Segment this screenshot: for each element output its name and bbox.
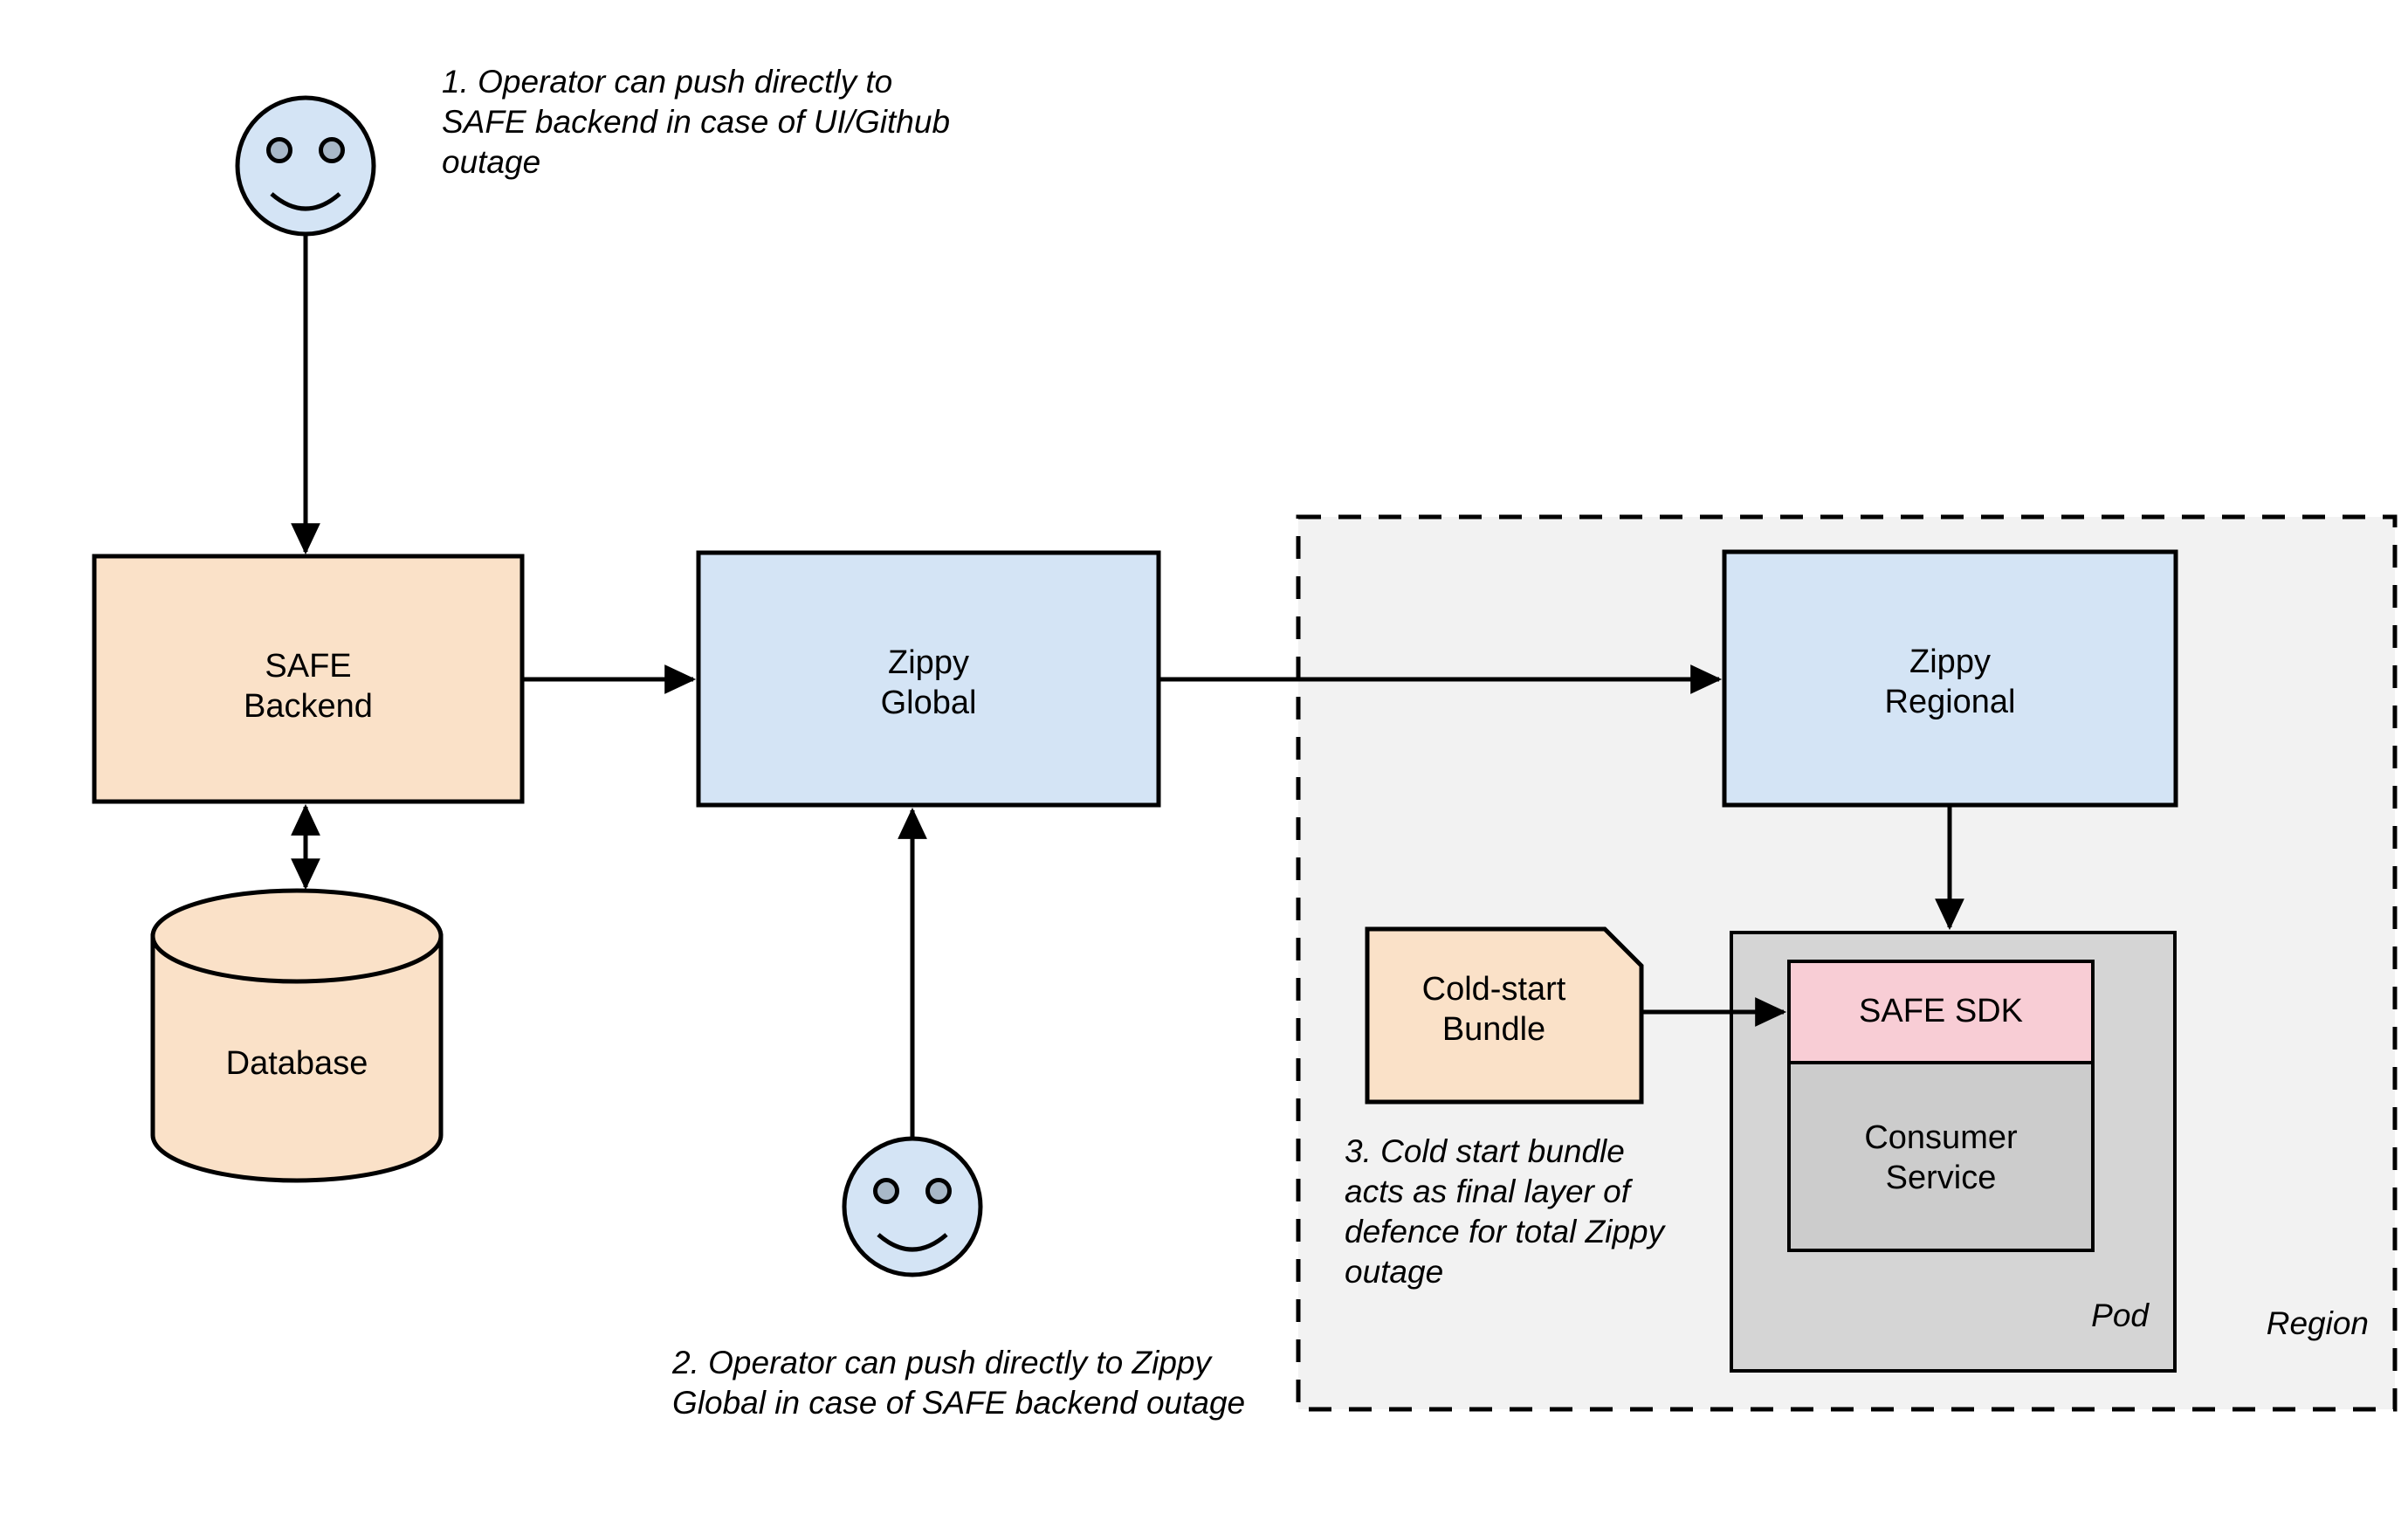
zippy-global-box[interactable]: [696, 550, 1161, 808]
operator-smiley-1[interactable]: [235, 95, 376, 237]
operator-smiley-2[interactable]: [842, 1136, 983, 1277]
consumer-service-box[interactable]: [1787, 1061, 2095, 1252]
database-cylinder[interactable]: [150, 888, 444, 1183]
zippy-regional-box[interactable]: [1722, 549, 2178, 808]
safe-backend-box[interactable]: [92, 554, 525, 804]
safe-sdk-box[interactable]: [1787, 960, 2095, 1064]
cold-start-bundle-shape[interactable]: [1365, 926, 1644, 1105]
